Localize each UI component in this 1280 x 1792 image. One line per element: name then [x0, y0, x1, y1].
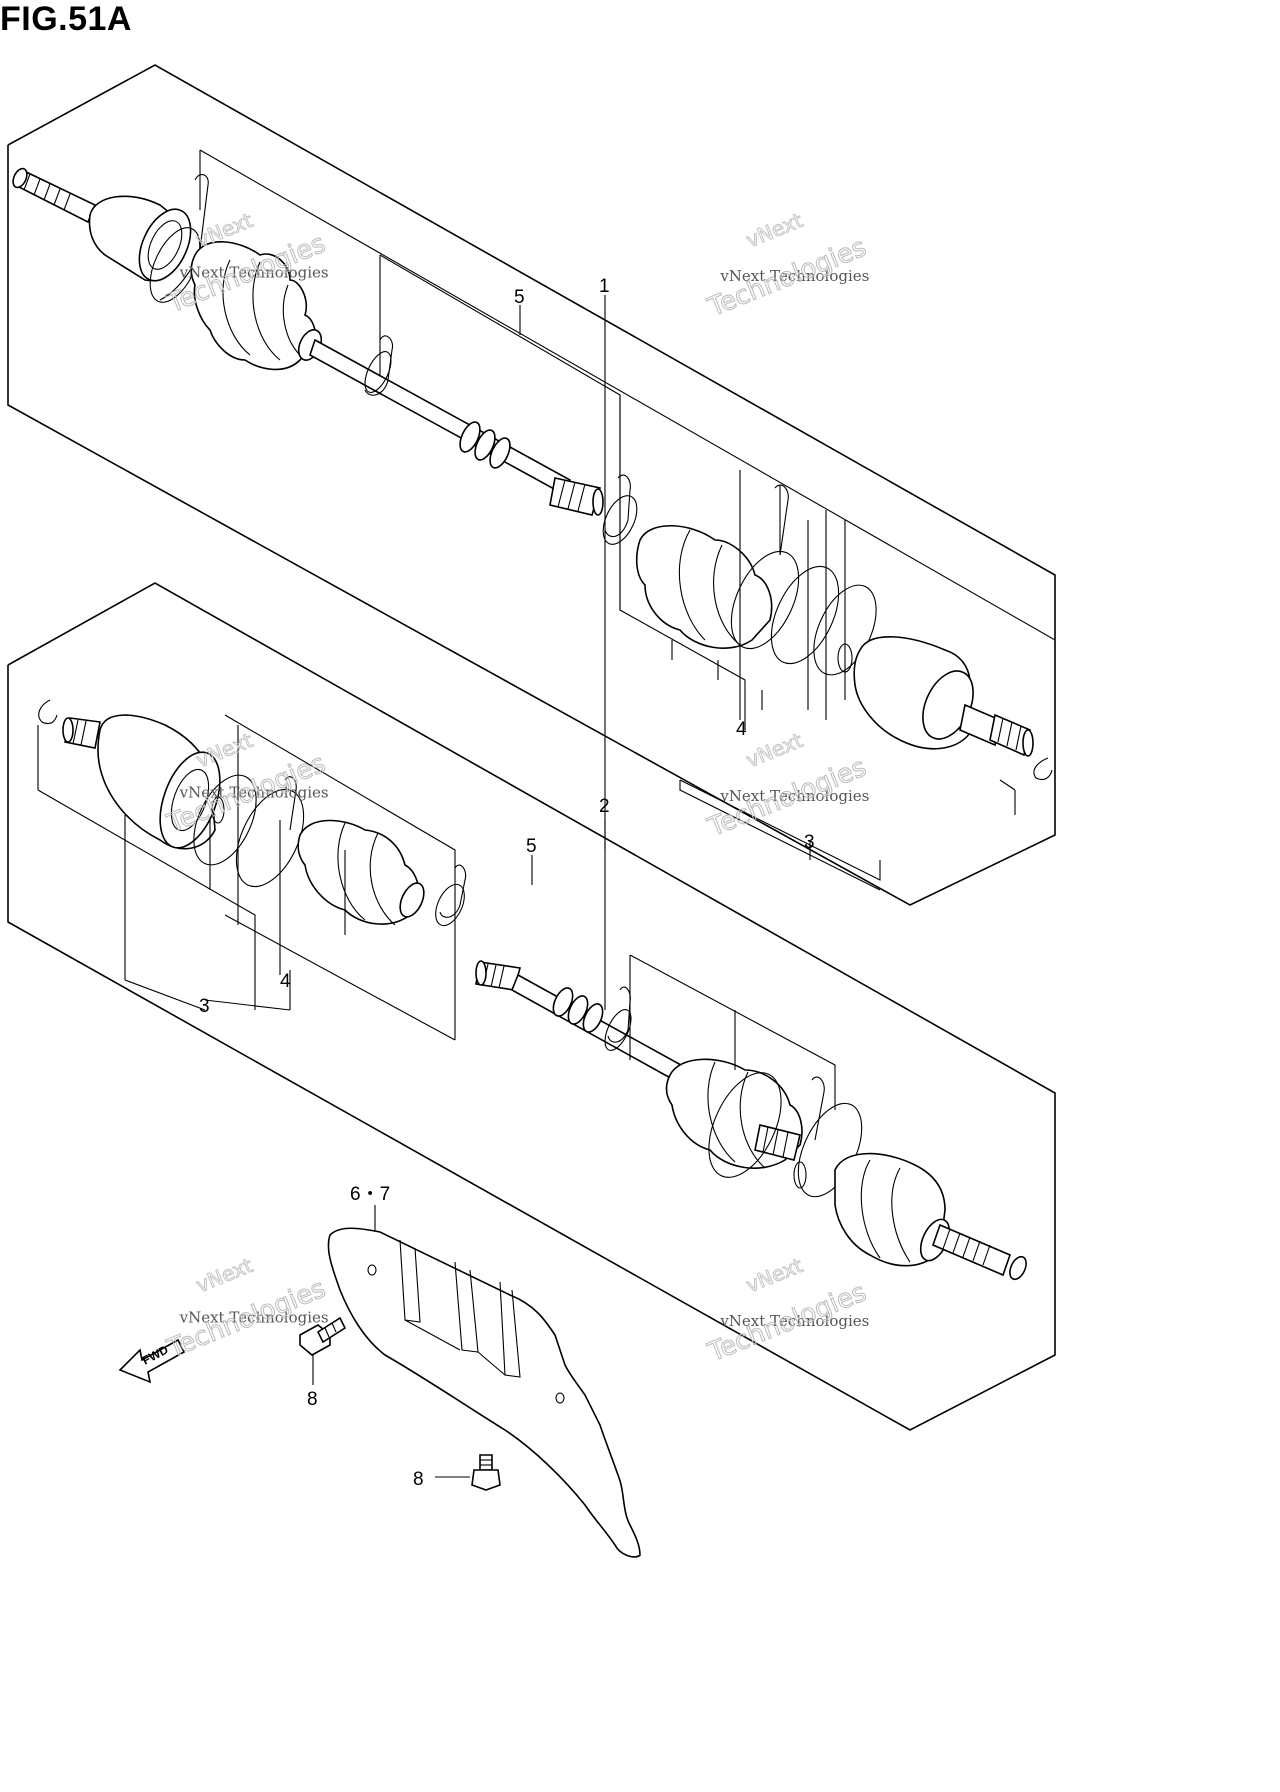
- shaft-1: [297, 329, 604, 516]
- shaft-assembly-1: [12, 167, 1053, 781]
- watermark-6: vNext vNext Technologies Technologies: [703, 1253, 871, 1369]
- shaft-2: [475, 960, 692, 1087]
- callout-3a: 3: [804, 832, 815, 853]
- callout-4b: 4: [280, 971, 291, 992]
- outer-joint-housing-2: [834, 1152, 1027, 1281]
- svg-text:vNext Technologies: vNext Technologies: [179, 783, 329, 801]
- callouts: 1 5 4 3 2 5 4 3 6・7 8 8: [199, 276, 815, 1490]
- svg-text:vNext Technologies: vNext Technologies: [719, 267, 869, 285]
- assembly-2-outline: [7, 582, 1056, 1431]
- bolt-8a: [299, 1316, 347, 1356]
- callout-8b: 8: [413, 1469, 424, 1490]
- callout-2: 2: [599, 796, 610, 817]
- watermark-2: vNext vNext Technologies Technologies: [703, 208, 871, 324]
- svg-text:vNext: vNext: [743, 728, 806, 772]
- svg-text:vNext: vNext: [193, 728, 256, 772]
- svg-text:vNext: vNext: [193, 1253, 256, 1297]
- inner-joint-housing-1: [853, 636, 1034, 757]
- svg-text:vNext Technologies: vNext Technologies: [179, 263, 329, 281]
- svg-text:vNext Technologies: vNext Technologies: [719, 787, 869, 805]
- svg-text:vNext: vNext: [743, 1253, 806, 1297]
- leader-lines: [37, 149, 1056, 1478]
- callout-3b: 3: [199, 996, 210, 1017]
- callout-4a: 4: [736, 719, 747, 740]
- watermark-5: vNext vNext Technologies Technologies: [162, 1253, 330, 1366]
- callout-6-7: 6・7: [350, 1184, 390, 1205]
- svg-text:vNext Technologies: vNext Technologies: [179, 1308, 329, 1326]
- inner-boot-1: [635, 524, 773, 649]
- outer-joint-housing: [88, 195, 192, 282]
- figure-title: FIG.51A: [0, 0, 132, 38]
- callout-8a: 8: [307, 1389, 318, 1410]
- callout-5b: 5: [526, 836, 537, 857]
- callout-1: 1: [599, 276, 610, 297]
- bolt-8b: [471, 1454, 501, 1491]
- svg-text:vNext Technologies: vNext Technologies: [719, 1312, 869, 1330]
- inner-boot-2: [297, 819, 425, 926]
- svg-text:vNext: vNext: [743, 208, 806, 252]
- fwd-arrow: FWD: [118, 1338, 186, 1384]
- shaft-assembly-2: [38, 699, 1027, 1281]
- assembly-1-outline: [7, 64, 1056, 906]
- inner-joint-housing-2: [62, 714, 221, 850]
- callout-5a: 5: [514, 287, 525, 308]
- heat-shield: [327, 1227, 641, 1558]
- outer-joint-spline: [12, 167, 97, 224]
